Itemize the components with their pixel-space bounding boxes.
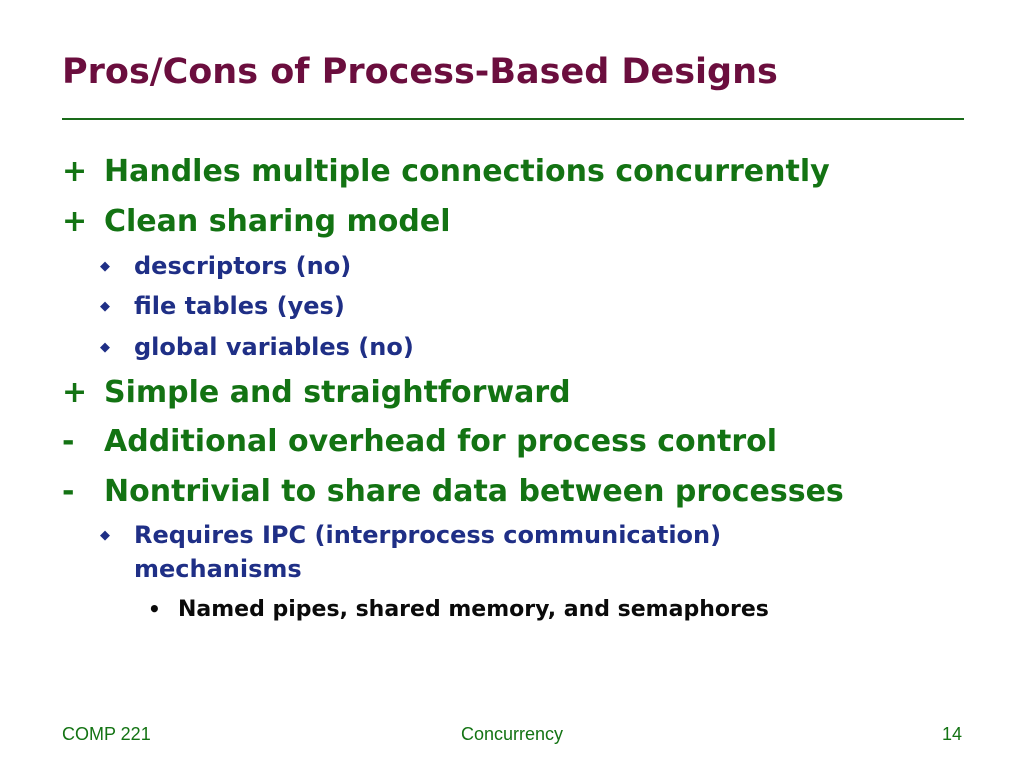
plus-marker: + — [62, 204, 88, 239]
bullet-text: Nontrivial to share data between process… — [104, 474, 844, 509]
plus-marker: + — [62, 375, 88, 410]
bullet-overhead: -Additional overhead for process control — [62, 422, 777, 462]
bullet-text: Handles multiple connections concurrentl… — [104, 154, 830, 189]
sub-bullet-requires-ipc: ◆ Requires IPC (interprocess communicatio… — [100, 518, 874, 586]
bullet-text: Additional overhead for process control — [104, 424, 778, 459]
bullet-text: file tables (yes) — [134, 292, 345, 320]
footer-course: COMP 221 — [62, 724, 151, 744]
sub-bullet-descriptors: ◆ descriptors (no) — [100, 249, 874, 284]
bullet-simple: + Simple and straightforward — [62, 373, 571, 413]
slide-title: Pros/Cons of Process-Based Designs — [62, 52, 778, 92]
diamond-bullet-icon: ◆ — [100, 528, 110, 543]
bullet-text: Simple and straightforward — [104, 375, 571, 410]
bullet-nontrivial-sharing: -Nontrivial to share data between proces… — [62, 472, 844, 512]
diamond-bullet-icon: ◆ — [100, 299, 110, 314]
bullet-text: global variables (no) — [134, 333, 414, 361]
diamond-bullet-icon: ◆ — [100, 259, 110, 274]
minus-marker: - — [62, 474, 75, 509]
footer-topic: Concurrency — [460, 724, 564, 744]
minus-marker: - — [62, 424, 75, 459]
bullet-text: Clean sharing model — [104, 204, 451, 239]
bullet-handles-connections: + Handles multiple connections concurrent… — [62, 152, 830, 192]
sub-sub-bullet-named-pipes: • Named pipes, shared memory, and semapho… — [148, 594, 769, 625]
sub-bullet-file-tables: ◆ file tables (yes) — [100, 289, 874, 324]
dot-bullet-icon: • — [148, 597, 161, 621]
bullet-text: Named pipes, shared memory, and semaphor… — [178, 597, 769, 622]
bullet-text: Requires IPC (interprocess communication… — [134, 521, 722, 583]
footer-page-number: 14 — [941, 724, 962, 744]
title-divider — [62, 118, 964, 120]
diamond-bullet-icon: ◆ — [100, 340, 110, 355]
bullet-text: descriptors (no) — [134, 252, 352, 280]
sub-bullet-global-variables: ◆ global variables (no) — [100, 330, 874, 365]
plus-marker: + — [62, 154, 88, 189]
bullet-clean-sharing: + Clean sharing model — [62, 202, 450, 242]
